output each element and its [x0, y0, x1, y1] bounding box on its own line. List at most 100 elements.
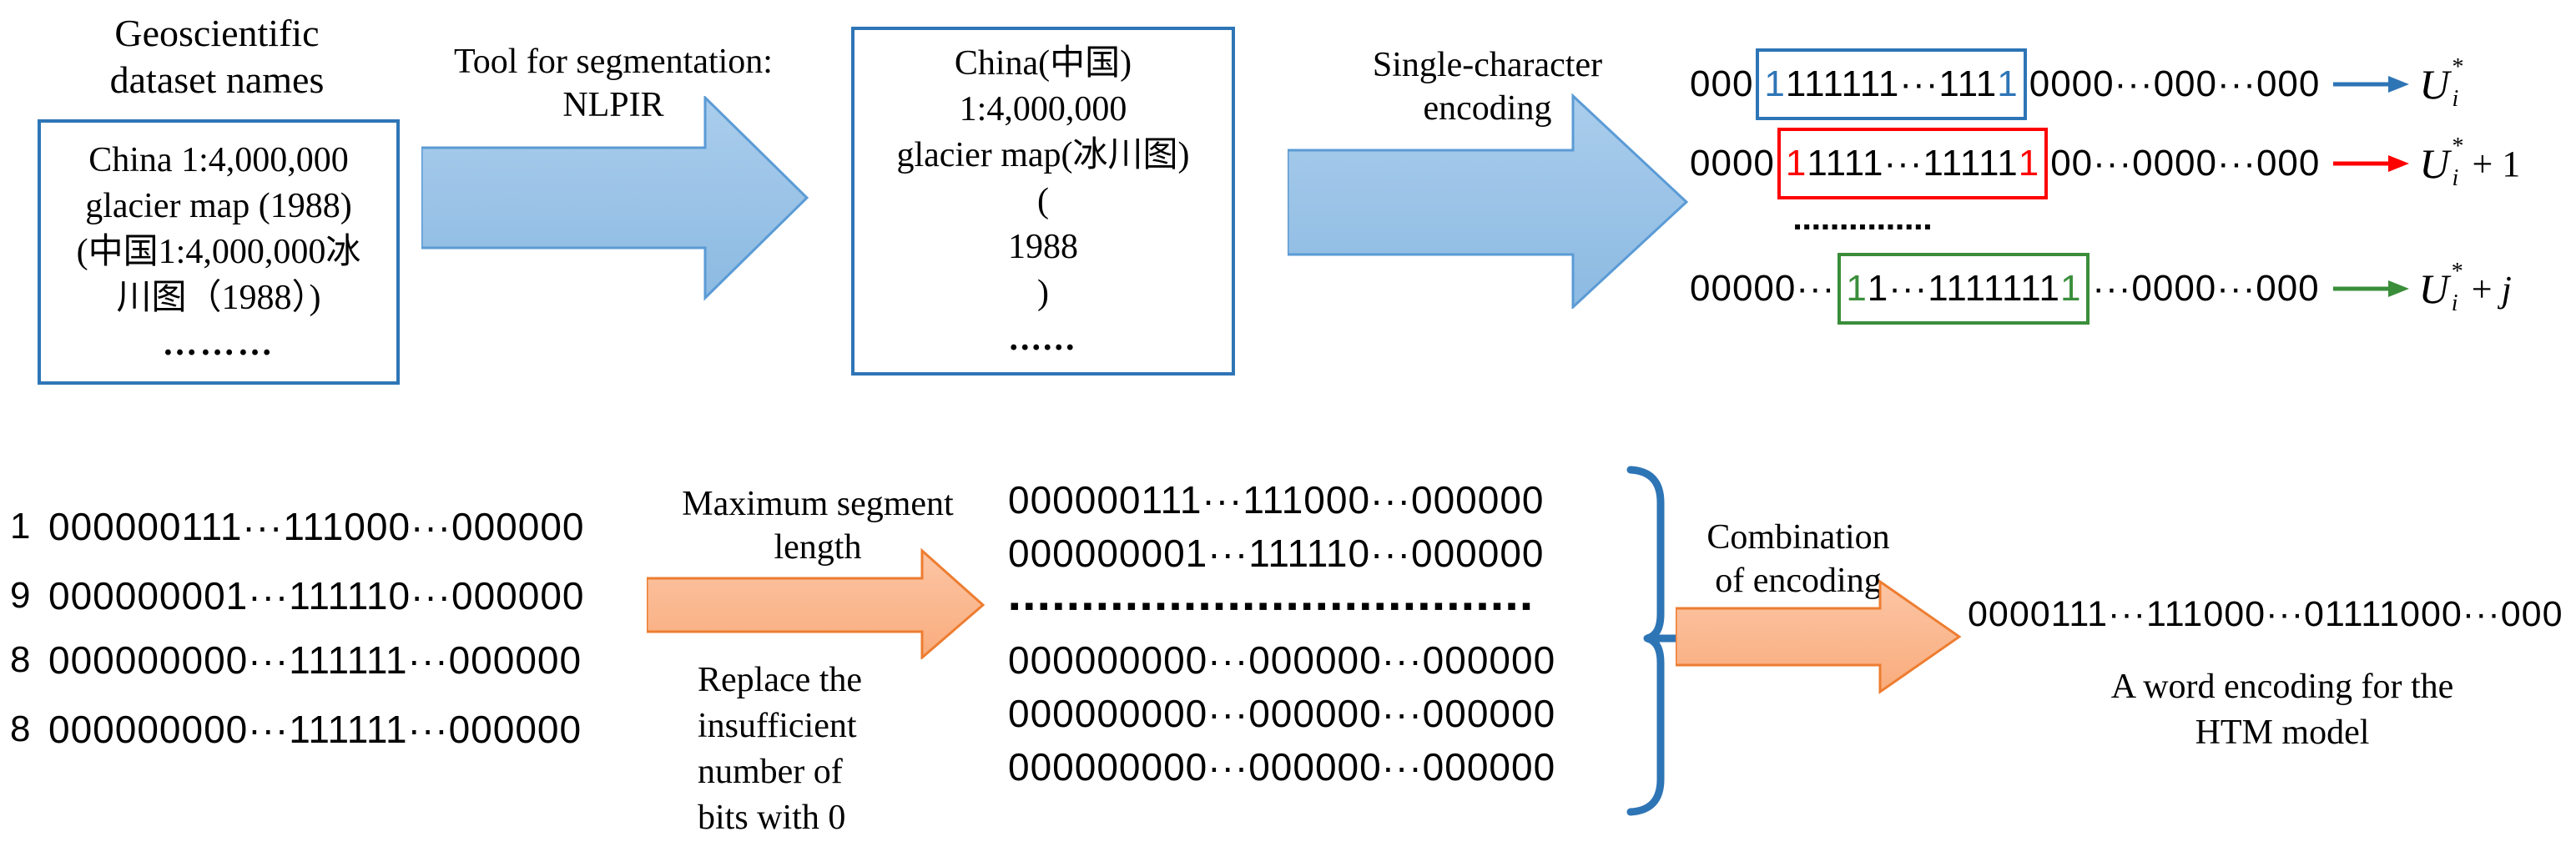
- segment-middle-bits: 1111···11111: [1807, 143, 2019, 184]
- encoding-row-ui-plus-1: 0000 1 1111···11111 1 00···0000···000 U …: [1690, 128, 2520, 199]
- replace-bits-label-line1: Replace the: [698, 661, 863, 699]
- pad-arrow-icon: [647, 547, 985, 659]
- combination-label: Combination of encoding: [1669, 516, 1928, 602]
- char-bit-string: 000000000···111111···000000: [48, 638, 582, 682]
- max-segment-label-line1: Maximum segment: [682, 485, 954, 523]
- encoding-arrow-icon: [1288, 93, 1688, 309]
- char-label: 8: [10, 708, 31, 749]
- combination-arrow-icon: [1676, 579, 1961, 694]
- segmentation-arrow-label-line1: Tool for segmentation:: [454, 43, 773, 81]
- u-subscript: i: [2452, 165, 2459, 191]
- replace-bits-label-line2: insufficient: [698, 707, 857, 745]
- u-tail: + 1: [2472, 143, 2520, 185]
- u-superscript: *: [2452, 54, 2464, 80]
- u-subscript: i: [2452, 86, 2459, 112]
- combination-label-line2: of encoding: [1715, 562, 1882, 600]
- dataset-names-title-line1: Geoscientific: [114, 12, 320, 54]
- active-segment-box-green: 1 1···1111111 1: [1837, 253, 2090, 325]
- replace-bits-label-line4: bits with 0: [698, 799, 846, 837]
- segmentation-arrow-label-line2: NLPIR: [562, 86, 664, 124]
- arrow-right-icon: [2333, 155, 2410, 172]
- char-encoding-row: 9 000000001···111110···000000: [10, 573, 585, 618]
- padded-bit-row: 000000000···000000···000000: [1008, 638, 1556, 682]
- active-segment-box-red: 1 1111···11111 1: [1777, 128, 2049, 199]
- padded-bit-row: 000000001···111110···000000: [1008, 532, 1545, 575]
- segmented-words-box: China(中国) 1:4,000,000 glacier map(冰川图) (…: [851, 27, 1235, 376]
- word-encoding-bit-string: 0000111···111000···01111000···000: [1968, 594, 2563, 634]
- encoding-index-label: U * i + 1: [2419, 135, 2520, 191]
- segmented-box-line: ): [1037, 273, 1049, 312]
- char-encoding-row: 8 000000000···111111···000000: [10, 638, 582, 683]
- char-label: 8: [10, 639, 31, 680]
- bit-string-prefix: 000: [1690, 63, 1754, 104]
- segment-middle-bits: 111111···111: [1785, 63, 1998, 104]
- segment-last-bit: 1: [1997, 63, 2019, 104]
- encoding-arrow-label: Single-character encoding: [1285, 43, 1690, 130]
- vertical-ellipsis-row: ▪▪▪▪▪▪▪▪▪▪▪▪▪▪▪: [1794, 220, 1933, 232]
- dataset-box-line: China 1:4,000,000: [88, 140, 349, 179]
- word-encoding-caption: A word encoding for the HTM model: [1994, 664, 2570, 756]
- padded-bit-row: 000000000···000000···000000: [1008, 692, 1556, 735]
- u-tail: + j: [2472, 268, 2512, 310]
- char-label: 9: [10, 575, 31, 616]
- encoding-row-ui: 000 1 111111···111 1 0000···000···000 U …: [1690, 48, 2472, 120]
- bit-string-suffix: 00···0000···000: [2050, 143, 2321, 184]
- u-supsub: * i: [2451, 260, 2463, 316]
- replace-bits-label-line3: number of: [698, 753, 843, 791]
- segment-last-bit: 1: [2059, 268, 2082, 309]
- encoding-row-ui-plus-j: 00000··· 1 1···1111111 1 ···0000···000 U…: [1690, 253, 2512, 325]
- segment-last-bit: 1: [2018, 143, 2040, 184]
- u-symbol: U: [2419, 61, 2450, 108]
- u-tail-plus: +: [2472, 143, 2493, 184]
- char-label: 1: [10, 506, 31, 547]
- bit-string-prefix: 00000···: [1690, 268, 1836, 309]
- char-bit-string: 000000001···111110···000000: [48, 574, 585, 618]
- u-superscript: *: [2452, 134, 2464, 159]
- u-tail-var: j: [2501, 268, 2512, 310]
- dataset-names-title: Geoscientific dataset names: [25, 10, 409, 103]
- char-encoding-row: 1 000000111···111000···000000: [10, 504, 585, 549]
- encoding-arrow-label-line2: encoding: [1423, 89, 1552, 128]
- padded-bit-row: 000000000···000000···000000: [1008, 745, 1556, 789]
- segmented-box-ellipsis: ......: [1009, 319, 1077, 358]
- word-encoding-caption-line1: A word encoding for the: [2110, 668, 2454, 706]
- encoding-arrow-label-line1: Single-character: [1372, 46, 1603, 84]
- dataset-box-ellipsis: ………: [162, 324, 275, 363]
- segmented-box-line: 1:4,000,000: [959, 89, 1127, 129]
- bit-string-prefix: 0000: [1690, 143, 1775, 184]
- char-bit-string: 000000111···111000···000000: [48, 505, 585, 548]
- segmentation-arrow-label: Tool for segmentation: NLPIR: [417, 40, 809, 127]
- encoding-index-label: U * i + j: [2418, 260, 2512, 316]
- dataset-names-title-line2: dataset names: [109, 58, 325, 101]
- segment-middle-bits: 1···1111111: [1867, 268, 2060, 309]
- encoding-index-label: U * i: [2419, 56, 2472, 112]
- bit-string-suffix: ···0000···000: [2092, 268, 2320, 309]
- u-symbol: U: [2418, 265, 2449, 312]
- combination-label-line1: Combination: [1706, 518, 1890, 557]
- max-segment-label: Maximum segment length: [643, 482, 993, 569]
- max-segment-label-line2: length: [774, 528, 862, 567]
- vertical-ellipsis-row: ▪▪▪▪▪▪▪▪▪▪▪▪▪▪▪▪▪▪▪▪▪▪▪▪▪▪▪▪▪▪▪▪▪▪▪▪: [1010, 597, 1536, 614]
- u-symbol: U: [2419, 140, 2450, 187]
- u-supsub: * i: [2452, 135, 2463, 191]
- dataset-box-line: (中国1:4,000,000冰: [76, 232, 361, 271]
- dataset-box-line: 川图（1988）): [116, 278, 321, 317]
- u-tail-var: 1: [2502, 143, 2521, 184]
- u-tail-plus: +: [2471, 268, 2493, 310]
- active-segment-box-blue: 1 111111···111 1: [1756, 48, 2027, 120]
- u-subscript: i: [2451, 290, 2458, 316]
- word-encoding-caption-line2: HTM model: [2195, 713, 2370, 752]
- segmented-box-line: glacier map(冰川图): [896, 135, 1190, 174]
- replace-bits-label: Replace the insufficient number of bits …: [698, 658, 981, 841]
- arrow-right-icon: [2333, 76, 2410, 93]
- padded-bit-row: 000000111···111000···000000: [1008, 478, 1545, 522]
- segment-first-bit: 1: [1846, 268, 1868, 309]
- dataset-names-box: China 1:4,000,000 glacier map (1988) (中国…: [38, 119, 400, 385]
- segmentation-arrow-icon: [421, 96, 809, 301]
- segmented-box-line: (: [1037, 181, 1049, 220]
- char-bit-string: 000000000···111111···000000: [48, 708, 582, 751]
- segmented-box-line: China(中国): [954, 43, 1132, 83]
- u-superscript: *: [2451, 259, 2463, 285]
- bit-string-suffix: 0000···000···000: [2029, 63, 2321, 104]
